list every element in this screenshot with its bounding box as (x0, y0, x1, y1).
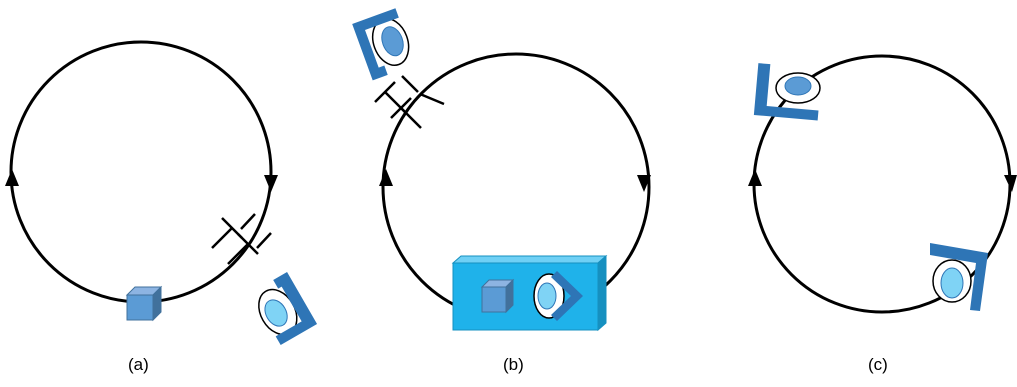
panel-label-a: (a) (128, 355, 149, 374)
eye-bracket-icon (258, 272, 318, 345)
arrow-right-down-a (264, 175, 278, 192)
panel-label-c: (c) (868, 355, 888, 374)
ring-a (9, 40, 273, 304)
gap-symbol-b (374, 75, 445, 129)
arrow-right-down-b (637, 175, 651, 192)
arrow-left-up-a (5, 169, 19, 186)
panel-b: (b) (352, 8, 651, 374)
gap-symbol-a (211, 213, 272, 265)
eye-bracket-icon (533, 271, 583, 321)
eye-bracket-icon (352, 8, 410, 81)
eye-bracket-icon (753, 63, 821, 121)
cube-icon (480, 278, 515, 314)
arrow-left-up-c (748, 169, 762, 186)
box-3d (451, 254, 608, 332)
cube-icon (125, 285, 163, 322)
eye-bracket-icon (930, 243, 988, 311)
panel-c: (c) (748, 54, 1017, 374)
arrow-right-down-c (1004, 175, 1017, 192)
panel-label-b: (b) (503, 355, 524, 374)
arrow-left-up-b (379, 169, 393, 186)
panel-a: (a) (5, 40, 318, 374)
